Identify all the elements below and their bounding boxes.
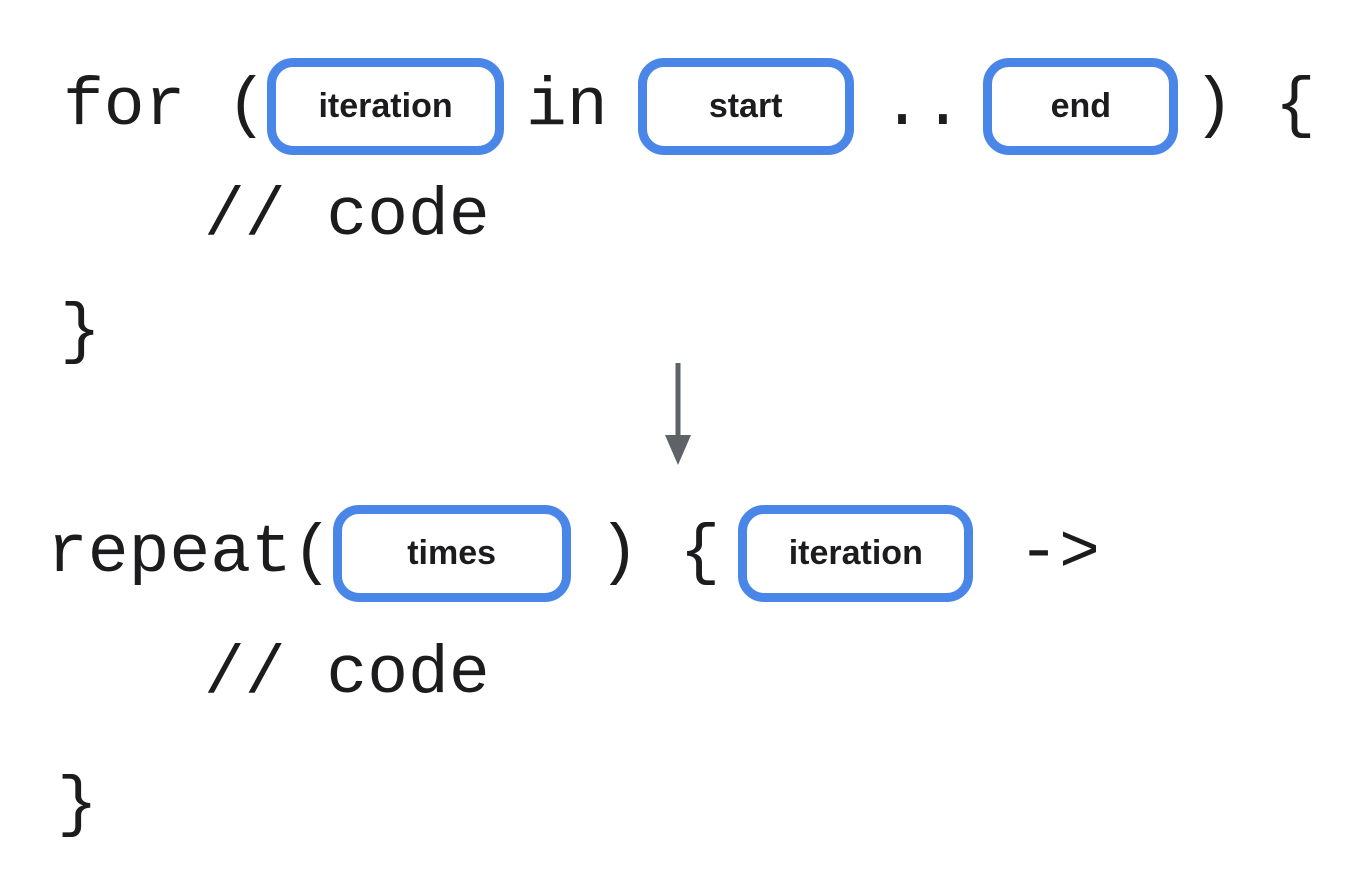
slot-times-label: times xyxy=(407,534,497,572)
slot-end: end xyxy=(983,58,1179,155)
for-loop-body-comment-line: // code xyxy=(204,182,490,252)
closing-brace: } xyxy=(60,293,101,371)
slot-start: start xyxy=(637,58,854,155)
slot-iteration-2: iteration xyxy=(738,505,974,602)
repeat-body-comment-line: // code xyxy=(204,640,490,710)
comment-code-2: // code xyxy=(204,636,490,713)
keyword-in: in xyxy=(526,67,608,145)
slot-end-label: end xyxy=(1050,87,1112,125)
slot-iteration: iteration xyxy=(267,58,505,155)
comment-code: // code xyxy=(204,178,490,255)
for-loop-signature-line: for ( iteration in start .. end ) { xyxy=(63,58,1316,155)
close-paren: ) xyxy=(598,514,640,592)
lambda-arrow-operator: -> xyxy=(1018,514,1100,592)
open-brace: { xyxy=(679,514,721,592)
slot-iteration-2-label: iteration xyxy=(788,534,923,572)
repeat-signature-line: repeat( times ) { iteration -> xyxy=(47,505,1100,602)
for-loop-closing-brace-line: } xyxy=(60,285,101,380)
slot-iteration-label: iteration xyxy=(318,87,453,125)
repeat-closing-brace-line: } xyxy=(57,758,98,853)
keyword-for: for ( xyxy=(63,67,268,145)
slot-times: times xyxy=(332,505,571,602)
range-operator: .. xyxy=(881,67,964,145)
close-paren-open-brace: ) { xyxy=(1193,67,1316,145)
closing-brace-2: } xyxy=(57,766,98,844)
slot-start-label: start xyxy=(708,87,783,125)
down-arrow-icon xyxy=(663,363,693,465)
keyword-repeat: repeat( xyxy=(47,514,333,592)
